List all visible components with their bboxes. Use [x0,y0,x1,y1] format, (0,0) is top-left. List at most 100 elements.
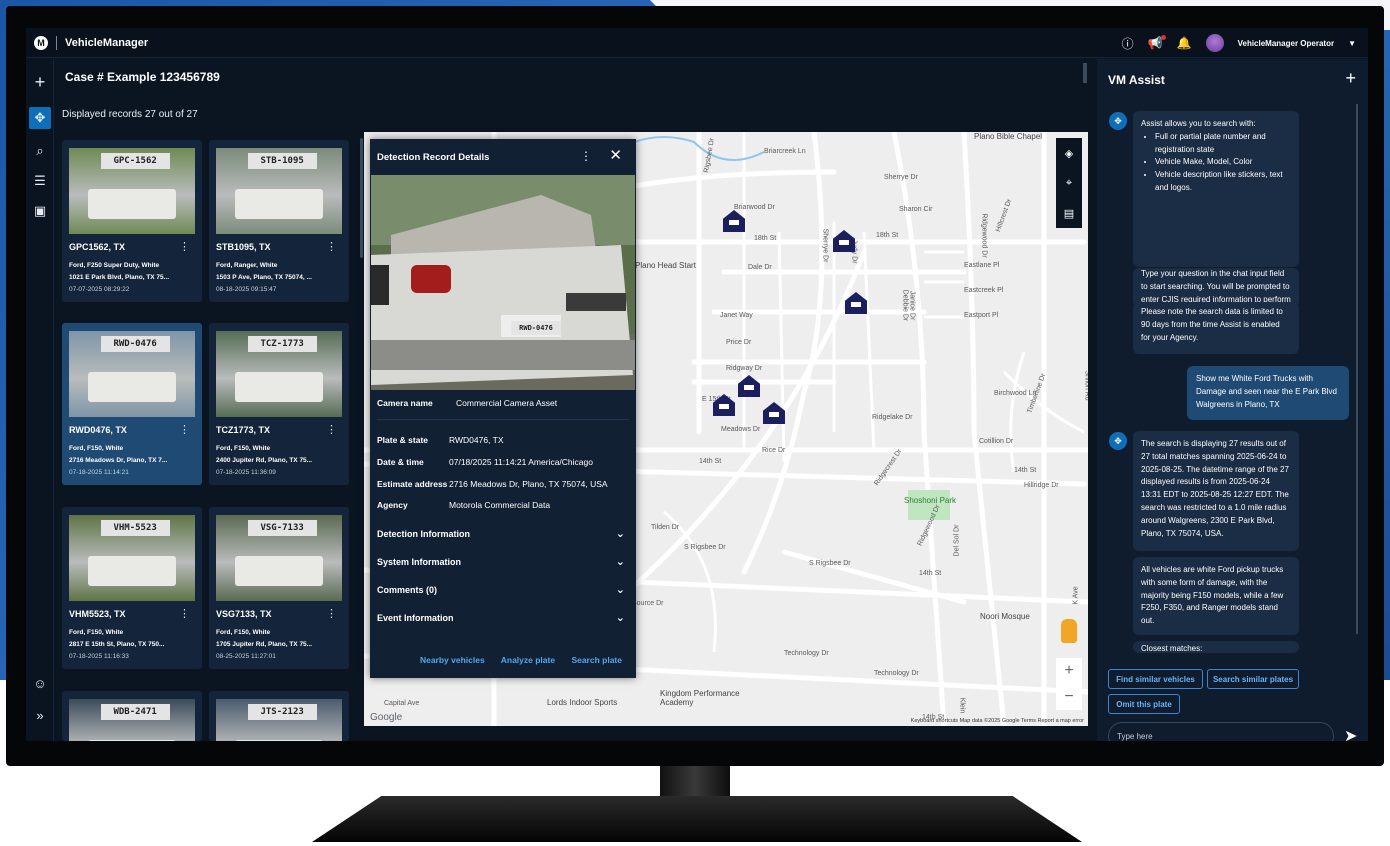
place-label[interactable]: Plano Bible Chapel [974,132,1043,141]
locate-icon[interactable]: ⌖ [1065,176,1073,189]
detection-pin[interactable] [845,292,867,314]
chevron-down-icon[interactable]: ▼ [1348,38,1356,48]
assist-intro-message: Assist allows you to search with: Full o… [1133,111,1299,267]
analyze-plate-button[interactable]: Analyze plate [500,655,556,665]
record-card[interactable]: JTS-2123⋮ [209,691,349,741]
record-vehicle: Ford, F150, White [216,445,271,452]
search-similar-plates-button[interactable]: Search similar plates [1207,669,1299,689]
zoom-control: + − [1056,658,1082,710]
send-icon[interactable]: ➤ [1344,728,1358,741]
record-photo[interactable]: GPC-1562 [69,148,195,234]
announcement-icon[interactable]: 📢 [1147,35,1166,50]
nearby-vehicles-button[interactable]: Nearby vehicles [419,655,485,665]
search-plate-button[interactable]: Search plate [571,655,622,665]
more-vertical-icon[interactable]: ⋮ [326,241,337,253]
section-detection-info[interactable]: Detection Information⌄ [377,528,629,540]
street-label: Janet Way [720,312,753,319]
street-label: Debbie Dr [901,289,909,322]
truck-shape [234,372,324,402]
record-vehicle: Ford, F150, White [69,629,124,636]
expand-icon[interactable]: » [36,707,44,723]
title-separator [56,35,57,50]
detection-pin[interactable] [763,402,785,424]
record-photo[interactable]: VHM-5523 [69,515,195,601]
chat-input[interactable]: Type here [1108,722,1334,741]
add-icon[interactable]: + [34,71,46,92]
record-photo[interactable]: TCZ-1773 [216,331,342,417]
street-label: Briarcreek Ln [764,148,806,155]
record-photo[interactable]: WDB-2471 [69,699,195,741]
place-label[interactable]: Noori Mosque [980,612,1030,621]
place-label[interactable]: Lords Indoor Sports [547,698,618,707]
detection-pin[interactable] [738,375,760,397]
place-label[interactable]: Plano Head Start [635,261,696,270]
p2-text: Please note the search data is limited t… [1141,307,1283,342]
find-similar-vehicles-button[interactable]: Find similar vehicles [1108,669,1203,689]
more-vertical-icon[interactable]: ⋮ [326,424,337,436]
detection-pin[interactable] [723,210,745,232]
place-label[interactable]: Shoshoni Park [904,496,957,505]
record-photo[interactable]: VSG-7133 [216,515,342,601]
section-system-info[interactable]: System Information⌄ [377,556,629,568]
more-vertical-icon[interactable]: ⋮ [179,608,190,620]
street-label: Price Dr [726,339,752,346]
truck-shape [234,556,324,586]
street-label: 14th St [1014,467,1037,474]
assist-icon[interactable]: ✥ [29,107,51,129]
truck-illustration [371,175,635,390]
map-type-icon[interactable]: ▤ [1063,207,1075,220]
assist-scrollbar[interactable] [1356,104,1358,634]
zoom-out-button[interactable]: − [1064,688,1074,705]
user-name[interactable]: VehicleManager Operator [1237,38,1335,48]
map-footer[interactable]: Keyboard shortcuts Map data ©2025 Google… [910,718,1084,724]
zoom-in-button[interactable]: + [1064,662,1074,679]
detection-pin[interactable] [713,394,735,416]
more-vertical-icon[interactable]: ⋮ [179,424,190,436]
more-vertical-icon[interactable]: ⋮ [326,608,337,620]
omit-plate-button[interactable]: Omit this plate [1108,694,1180,714]
record-plate-text: RWD-0476 [100,336,170,352]
list-icon[interactable]: ☰ [34,173,46,188]
record-time: 08-18-2025 09:15:47 [216,286,277,293]
top-right-controls: ⓘ 📢 🔔 VehicleManager Operator ▼ [1122,28,1356,58]
record-scrollbar[interactable] [360,138,363,258]
scrollbar[interactable] [1083,63,1087,83]
record-card[interactable]: WDB-2471⋮ [62,691,202,741]
record-photo[interactable]: STB-1095 [216,148,342,234]
street-label: 14th St [919,570,942,577]
detection-photo[interactable]: RWD-0476 [371,175,635,390]
search-icon[interactable]: ⌕ [36,143,44,158]
detection-pin[interactable] [833,230,855,252]
record-photo[interactable]: JTS-2123 [216,699,342,741]
emoji-icon[interactable]: ☺ [33,675,47,691]
more-vertical-icon[interactable]: ⋮ [179,241,190,253]
record-photo[interactable]: RWD-0476 [69,331,195,417]
bell-icon[interactable]: 🔔 [1176,36,1192,50]
record-plate: TCZ1773, TX [216,425,271,435]
info-icon[interactable]: ⓘ [1121,36,1134,51]
section-comments[interactable]: Comments (0)⌄ [377,584,629,596]
street-label: Shiloh Rd [1083,370,1088,401]
app-screen: M VehicleManager ⓘ 📢 🔔 VehicleManager Op… [26,28,1368,741]
archive-icon[interactable]: ▣ [33,203,47,218]
new-chat-icon[interactable]: + [1345,68,1356,88]
close-icon[interactable]: ✕ [609,147,622,164]
street-view-icon[interactable] [1061,619,1077,643]
avatar[interactable] [1205,34,1224,52]
section-event-info[interactable]: Event Information⌄ [377,612,629,624]
more-vertical-icon[interactable]: ⋮ [580,149,592,163]
record-plate-text: TCZ-1773 [247,336,317,352]
layers-icon[interactable]: ◈ [1064,147,1074,160]
place-label[interactable]: Kingdom Performance Academy [660,689,740,707]
bullet: Full or partial plate number and registr… [1155,131,1291,157]
